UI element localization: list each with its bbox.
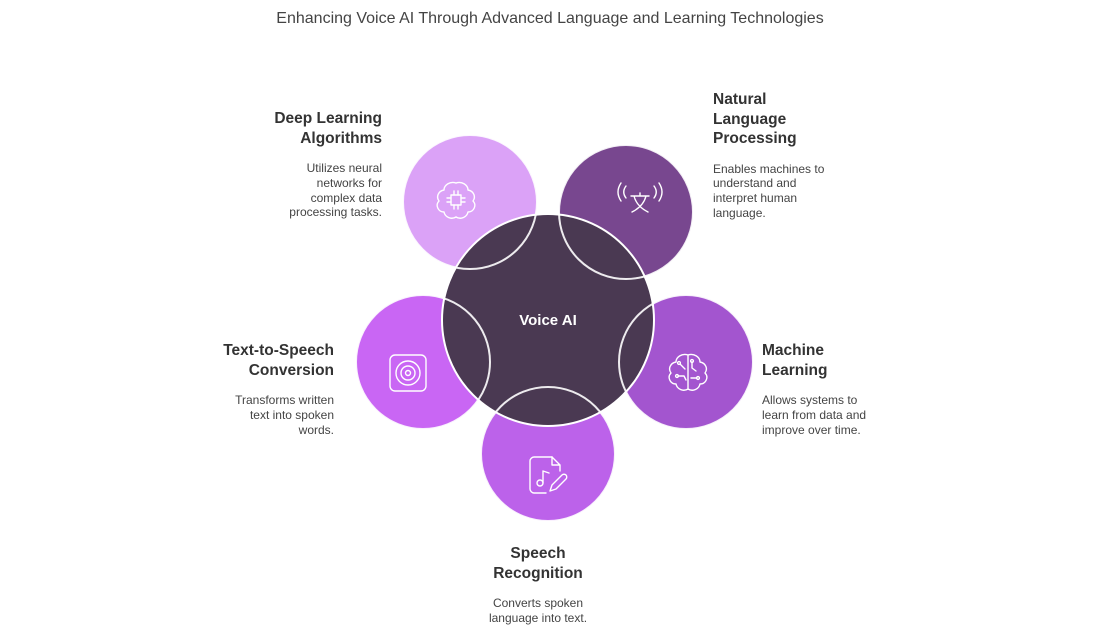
translate-speech-icon xyxy=(617,182,663,213)
nlp-block: Natural Language Processing Enables mach… xyxy=(713,90,893,221)
deep-learning-title: Deep Learning Algorithms xyxy=(274,110,382,147)
tts-description: Transforms written text into spoken word… xyxy=(235,393,334,437)
deep-learning-description: Utilizes neural networks for complex dat… xyxy=(289,161,382,220)
speech-recognition-block: Speech Recognition Converts spoken langu… xyxy=(448,544,628,626)
chip-brain-icon xyxy=(436,181,476,219)
machine-learning-description: Allows systems to learn from data and im… xyxy=(762,393,867,437)
tts-title: Text-to-Speech Conversion xyxy=(223,342,334,379)
center-label: Voice AI xyxy=(519,312,577,329)
nlp-description: Enables machines to understand and inter… xyxy=(713,161,825,220)
machine-learning-block: Machine Learning Allows systems to learn… xyxy=(762,341,932,437)
circle-voice-ai[interactable] xyxy=(441,213,655,427)
diagram-title: Enhancing Voice AI Through Advanced Lang… xyxy=(276,10,824,27)
speech-recognition-title: Speech Recognition xyxy=(493,545,583,582)
speaker-icon xyxy=(389,354,427,392)
deep-learning-block: Deep Learning Algorithms Utilizes neural… xyxy=(212,109,382,220)
audio-file-edit-icon xyxy=(529,456,568,494)
tts-block: Text-to-Speech Conversion Transforms wri… xyxy=(164,341,334,437)
machine-learning-title: Machine Learning xyxy=(762,342,828,379)
nlp-title: Natural Language Processing xyxy=(713,91,797,147)
brain-circuit-icon xyxy=(668,353,708,391)
speech-recognition-description: Converts spoken language into text. xyxy=(488,596,588,625)
